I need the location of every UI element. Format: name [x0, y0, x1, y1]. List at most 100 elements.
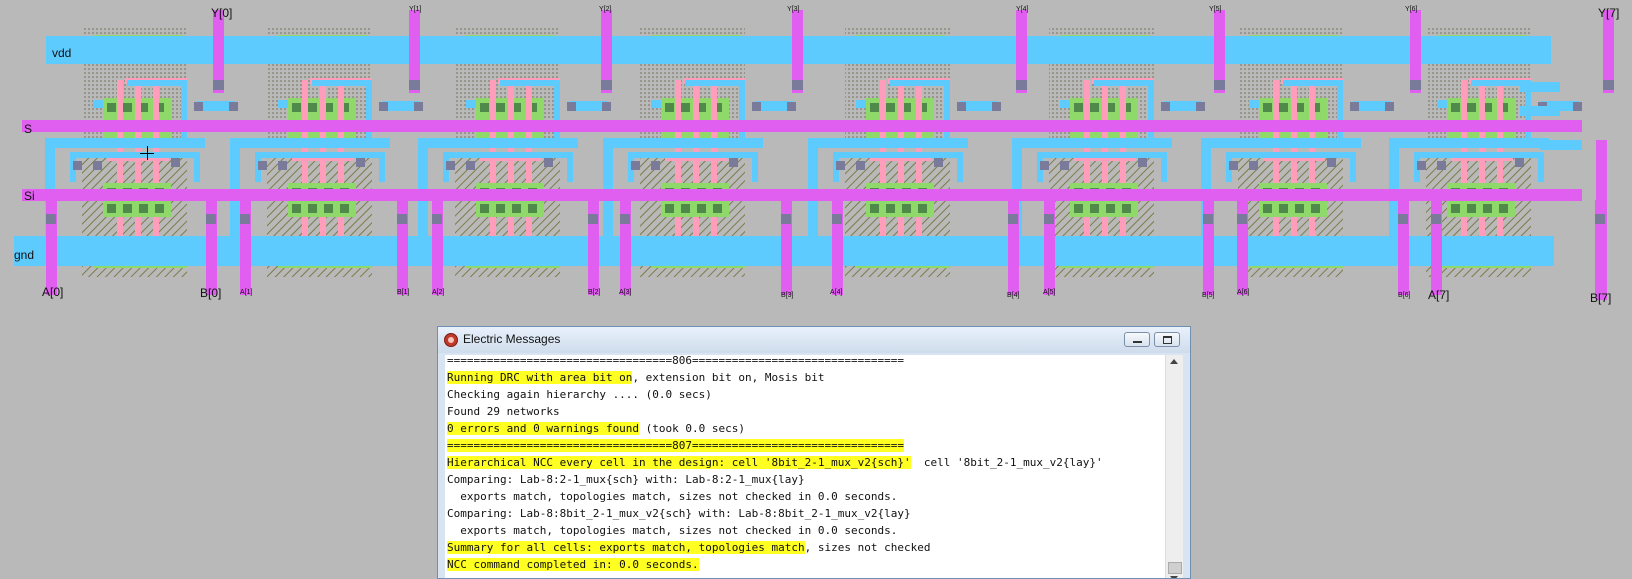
message-highlight: Hierarchical NCC every cell in the desig…: [447, 456, 911, 469]
contact: [1040, 161, 1049, 170]
layout-drawing[interactable]: [0, 0, 1632, 310]
message-text: Comparing: Lab-8:2-1_mux{sch} with: Lab-…: [447, 473, 805, 486]
message-line: Hierarchical NCC every cell in the desig…: [447, 454, 1163, 471]
contact: [292, 103, 301, 112]
vertical-scrollbar[interactable]: [1165, 355, 1183, 578]
y3-label: Y[3]: [787, 6, 800, 13]
contact: [278, 161, 287, 170]
metal1-wire: [960, 101, 998, 111]
metal1-wire: [230, 138, 390, 148]
metal1-wire: [1353, 101, 1391, 111]
metal1-wire: [1148, 80, 1154, 140]
metal1-wire: [1520, 82, 1560, 92]
message-line: Summary for all cells: exports match, to…: [447, 539, 1163, 556]
metal1-wire: [1164, 101, 1202, 111]
contact: [512, 204, 521, 213]
scroll-down-arrow-icon[interactable]: [1170, 576, 1178, 578]
contact: [139, 103, 148, 112]
contact: [781, 214, 791, 224]
contact: [665, 204, 674, 213]
metal1-wire: [127, 80, 187, 86]
y-output-wire: [601, 10, 612, 93]
metal1-wire: [194, 152, 200, 182]
contact: [1499, 204, 1508, 213]
contact: [651, 161, 660, 170]
y6-label: Y[6]: [1405, 6, 1418, 13]
contact: [496, 103, 505, 112]
message-highlight: Running DRC with area bit on: [447, 371, 633, 384]
metal1-wire: [93, 100, 103, 108]
a3-label: A[3]: [619, 289, 632, 296]
contact: [1595, 214, 1605, 224]
metal1-wire: [366, 80, 372, 140]
contact: [902, 103, 911, 112]
b4-label: B[4]: [1007, 292, 1020, 299]
metal1-wire: [1201, 138, 1361, 148]
contact: [432, 214, 442, 224]
s-label: S: [24, 122, 33, 136]
y-output-wire: [1603, 10, 1614, 93]
contact: [324, 103, 333, 112]
a-input-wire: [1044, 200, 1055, 295]
a-input-wire: [432, 200, 443, 295]
a-input-wire: [1431, 200, 1442, 295]
a-input-wire: [240, 200, 251, 295]
maximize-button[interactable]: [1154, 332, 1180, 347]
contact: [544, 158, 553, 167]
messages-text-area[interactable]: ==================================806===…: [445, 355, 1183, 578]
contact: [1311, 204, 1320, 213]
contact: [697, 204, 706, 213]
metal1-wire: [466, 100, 476, 108]
messages-titlebar[interactable]: Electric Messages: [438, 327, 1190, 353]
message-line: Checking again hierarchy .... (0.0 secs): [447, 386, 1163, 403]
contact: [1467, 103, 1476, 112]
scroll-thumb[interactable]: [1168, 562, 1182, 574]
contact: [1467, 204, 1476, 213]
contact: [155, 204, 164, 213]
message-text: exports match, topologies match, sizes n…: [447, 490, 898, 503]
messages-window[interactable]: Electric Messages ======================…: [437, 326, 1191, 579]
b0-label: B[0]: [200, 286, 222, 300]
metal1-wire: [1337, 80, 1343, 140]
contact: [379, 102, 388, 111]
b5-label: B[5]: [1202, 292, 1215, 299]
metal1-wire: [1538, 152, 1544, 182]
contact: [414, 102, 423, 111]
contact: [512, 103, 521, 112]
metal1-wire: [1471, 80, 1531, 86]
contact: [1044, 214, 1054, 224]
contact: [588, 214, 598, 224]
contact: [528, 103, 537, 112]
message-text: Checking again hierarchy .... (0.0 secs): [447, 388, 712, 401]
metal1-wire: [1060, 100, 1070, 108]
contact: [992, 102, 1001, 111]
metal1-wire: [1037, 152, 1167, 158]
metal1-wire: [382, 101, 420, 111]
metal1-wire: [1414, 152, 1544, 158]
message-line: NCC command completed in: 0.0 seconds.: [447, 556, 1163, 573]
message-text: Found 29 networks: [447, 405, 560, 418]
messages-window-title: Electric Messages: [463, 332, 561, 346]
message-line: exports match, topologies match, sizes n…: [447, 488, 1163, 505]
contact: [206, 214, 216, 224]
contact: [1249, 161, 1258, 170]
metal1-wire: [833, 152, 963, 158]
scroll-up-arrow-icon[interactable]: [1170, 359, 1178, 364]
message-line: Comparing: Lab-8:2-1_mux{sch} with: Lab-…: [447, 471, 1163, 488]
y0-label: Y[0]: [211, 6, 233, 20]
message-text: exports match, topologies match, sizes n…: [447, 524, 898, 537]
y1-label: Y[1]: [409, 6, 422, 13]
contact: [1295, 204, 1304, 213]
b-input-wire: [397, 200, 408, 295]
metal1-wire: [1389, 138, 1549, 148]
metal1-wire: [628, 152, 758, 158]
contact: [697, 103, 706, 112]
b-input-wire: [781, 200, 792, 295]
contact: [1196, 102, 1205, 111]
contact: [139, 204, 148, 213]
metal1-wire: [45, 138, 205, 148]
metal1-wire: [808, 138, 968, 148]
minimize-button[interactable]: [1124, 332, 1150, 347]
metal1-wire: [278, 100, 288, 108]
contact: [1122, 103, 1131, 112]
